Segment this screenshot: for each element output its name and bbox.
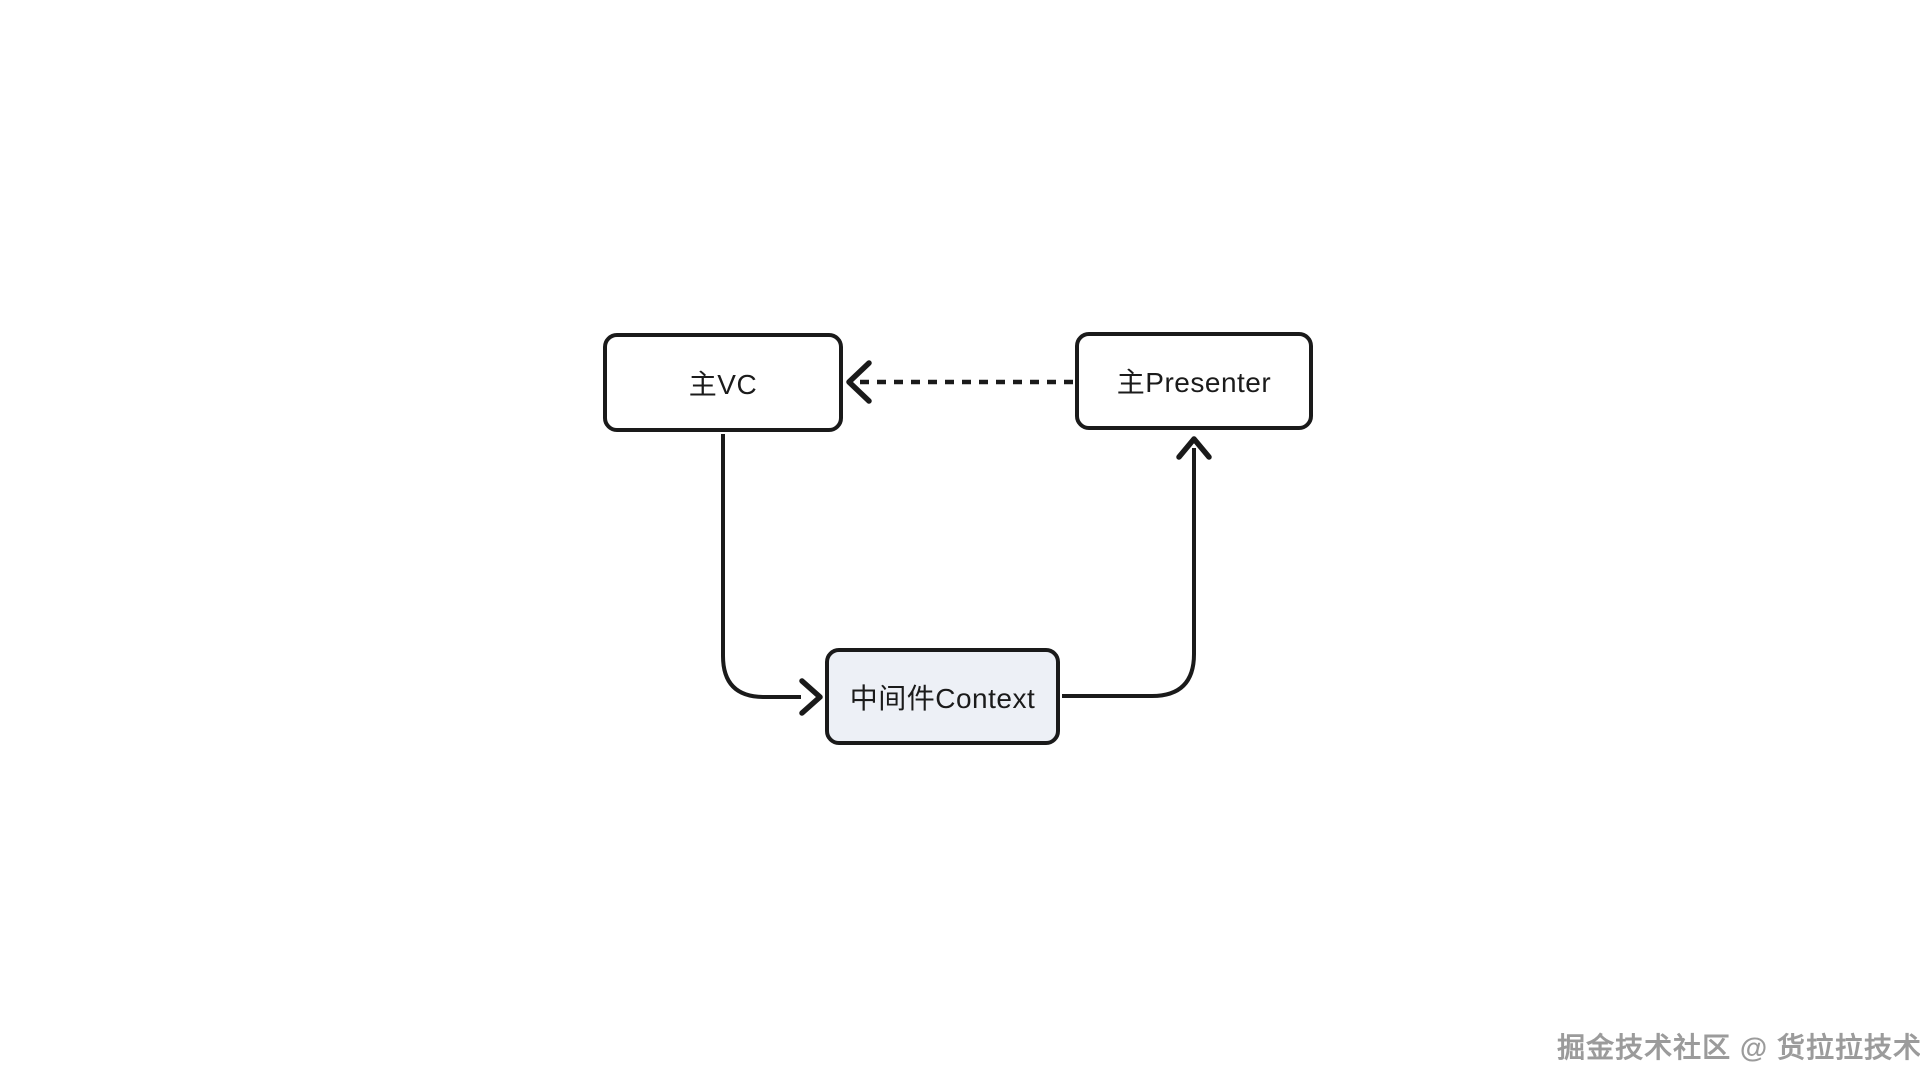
arrowhead-up-icon — [1176, 436, 1212, 460]
node-main-vc: 主VC — [603, 333, 843, 432]
arrowhead-left-icon — [846, 360, 872, 404]
node-main-vc-label: 主VC — [688, 368, 758, 400]
edge-presenter-to-vc-dashed — [846, 360, 1073, 404]
edge-context-to-presenter — [1062, 436, 1212, 698]
edge-vc-to-context — [721, 434, 823, 716]
node-middleware-context-label: 中间件Context — [849, 682, 1036, 714]
node-main-presenter-label: 主Presenter — [1116, 367, 1272, 398]
node-main-presenter: 主Presenter — [1075, 332, 1313, 430]
watermark: 掘金技术社区 @ 货拉拉技术 — [1557, 1032, 1920, 1063]
arrowhead-right-icon — [799, 678, 823, 716]
node-middleware-context: 中间件Context — [825, 648, 1060, 745]
